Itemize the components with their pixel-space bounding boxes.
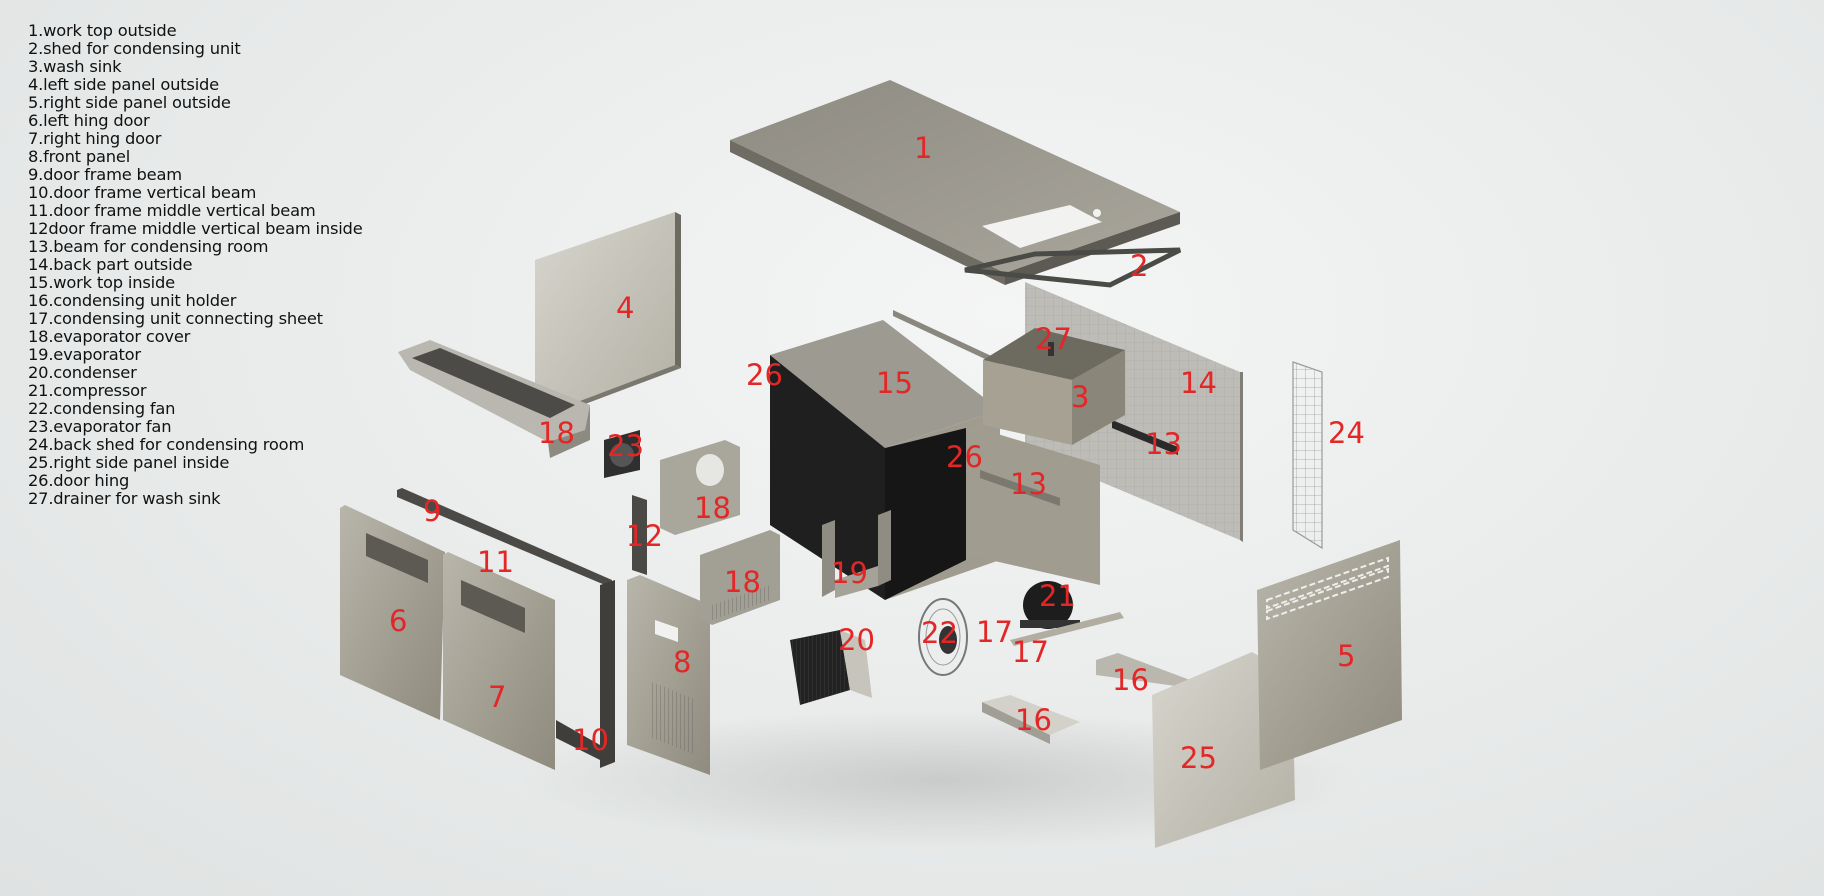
- legend-item: 20.condenser: [28, 363, 137, 382]
- callout-18a: 18: [538, 416, 575, 450]
- callout-5: 5: [1337, 639, 1355, 673]
- part-condensing-fan: [918, 598, 968, 676]
- callout-19: 19: [831, 556, 868, 590]
- callout-15: 15: [876, 366, 913, 400]
- part-right-side-panel-outside: [1257, 540, 1402, 770]
- legend-item: 8.front panel: [28, 147, 131, 166]
- part-beam-condensing-room: [980, 470, 1060, 506]
- callout-16b: 16: [1015, 703, 1052, 737]
- legend-item: 16.condensing unit holder: [28, 291, 237, 310]
- part-back-shed-grille: [1292, 361, 1323, 550]
- legend-item: 25.right side panel inside: [28, 453, 230, 472]
- part-door-frame: [556, 580, 615, 768]
- drainer-27: [1048, 342, 1054, 356]
- legend-item: 19.evaporator: [28, 345, 141, 364]
- parts-legend: 1.work top outside 2.shed for condensing…: [28, 22, 363, 508]
- callout-2: 2: [1130, 249, 1148, 283]
- legend-item: 24.back shed for condensing room: [28, 435, 305, 454]
- legend-item: 14.back part outside: [28, 255, 193, 274]
- callout-23: 23: [607, 429, 644, 463]
- part-evaporator-cover-upper: [398, 340, 590, 458]
- part-wash-sink: [983, 328, 1125, 445]
- callout-8: 8: [673, 645, 691, 679]
- callout-4: 4: [616, 291, 634, 325]
- callout-14: 14: [1180, 366, 1217, 400]
- callout-1: 1: [914, 131, 932, 165]
- callout-16a: 16: [1112, 663, 1149, 697]
- callout-27: 27: [1035, 322, 1072, 356]
- callout-10: 10: [572, 723, 609, 757]
- part-evaporator-cover-middle: [660, 440, 740, 535]
- callout-9: 9: [423, 494, 441, 528]
- callout-26a: 26: [746, 358, 783, 392]
- legend-item: 15.work top inside: [28, 273, 175, 292]
- callout-6: 6: [389, 604, 407, 638]
- part-evaporator: [822, 510, 891, 598]
- callout-20: 20: [838, 623, 875, 657]
- callout-22: 22: [921, 616, 958, 650]
- legend-item: 6.left hing door: [28, 111, 150, 130]
- callout-11: 11: [477, 545, 514, 579]
- part-condenser: [790, 630, 872, 705]
- legend-item: 17.condensing unit connecting sheet: [28, 309, 323, 328]
- legend-item: 12door frame middle vertical beam inside: [28, 219, 363, 238]
- legend-item: 22.condensing fan: [28, 399, 176, 418]
- part-condensing-unit-holder-rail: [1096, 653, 1190, 688]
- legend-item: 13.beam for condensing room: [28, 237, 269, 256]
- part-evaporator-cover-lower: [700, 530, 780, 625]
- part-door-frame-beam: [397, 488, 612, 588]
- part-evaporator-fan: [604, 430, 640, 478]
- part-front-panel: [627, 575, 710, 775]
- legend-item: 5.right side panel outside: [28, 93, 231, 112]
- part-connecting-sheet: [1010, 612, 1124, 646]
- part-left-side-panel: [535, 212, 681, 421]
- callout-13b: 13: [1145, 427, 1182, 461]
- callout-24: 24: [1328, 416, 1365, 450]
- floor-shadow: [520, 710, 1360, 850]
- callout-12: 12: [626, 519, 663, 553]
- legend-item: 3.wash sink: [28, 57, 122, 76]
- part-condensing-unit-holder-tray: [982, 695, 1080, 744]
- callout-26b: 26: [946, 440, 983, 474]
- callout-3: 3: [1071, 380, 1089, 414]
- legend-item: 27.drainer for wash sink: [28, 489, 221, 508]
- part-right-hinge-door: [443, 552, 555, 770]
- part-shed-condensing-unit: [964, 247, 1182, 288]
- callout-18c: 18: [724, 565, 761, 599]
- callout-17b: 17: [1012, 635, 1049, 669]
- legend-item: 21.compressor: [28, 381, 147, 400]
- callout-7: 7: [488, 680, 506, 714]
- legend-item: 4.left side panel outside: [28, 75, 219, 94]
- part-middle-vertical-beam-inside: [632, 495, 647, 575]
- legend-item: 10.door frame vertical beam: [28, 183, 257, 202]
- callout-18b: 18: [694, 491, 731, 525]
- part-cabinet-body: [770, 310, 1100, 600]
- callout-13a: 13: [1010, 467, 1047, 501]
- part-left-hinge-door: [340, 505, 445, 720]
- callout-25: 25: [1180, 741, 1217, 775]
- part-compressor: [1020, 581, 1080, 629]
- callout-21: 21: [1039, 579, 1076, 613]
- callout-17a: 17: [976, 615, 1013, 649]
- part-work-top-outside: [730, 80, 1180, 285]
- legend-item: 2.shed for condensing unit: [28, 39, 241, 58]
- legend-item: 11.door frame middle vertical beam: [28, 201, 316, 220]
- legend-item: 9.door frame beam: [28, 165, 182, 184]
- legend-item: 26.door hing: [28, 471, 130, 490]
- legend-item: 18.evaporator cover: [28, 327, 191, 346]
- legend-item: 1.work top outside: [28, 21, 177, 40]
- legend-item: 7.right hing door: [28, 129, 162, 148]
- legend-item: 23.evaporator fan: [28, 417, 172, 436]
